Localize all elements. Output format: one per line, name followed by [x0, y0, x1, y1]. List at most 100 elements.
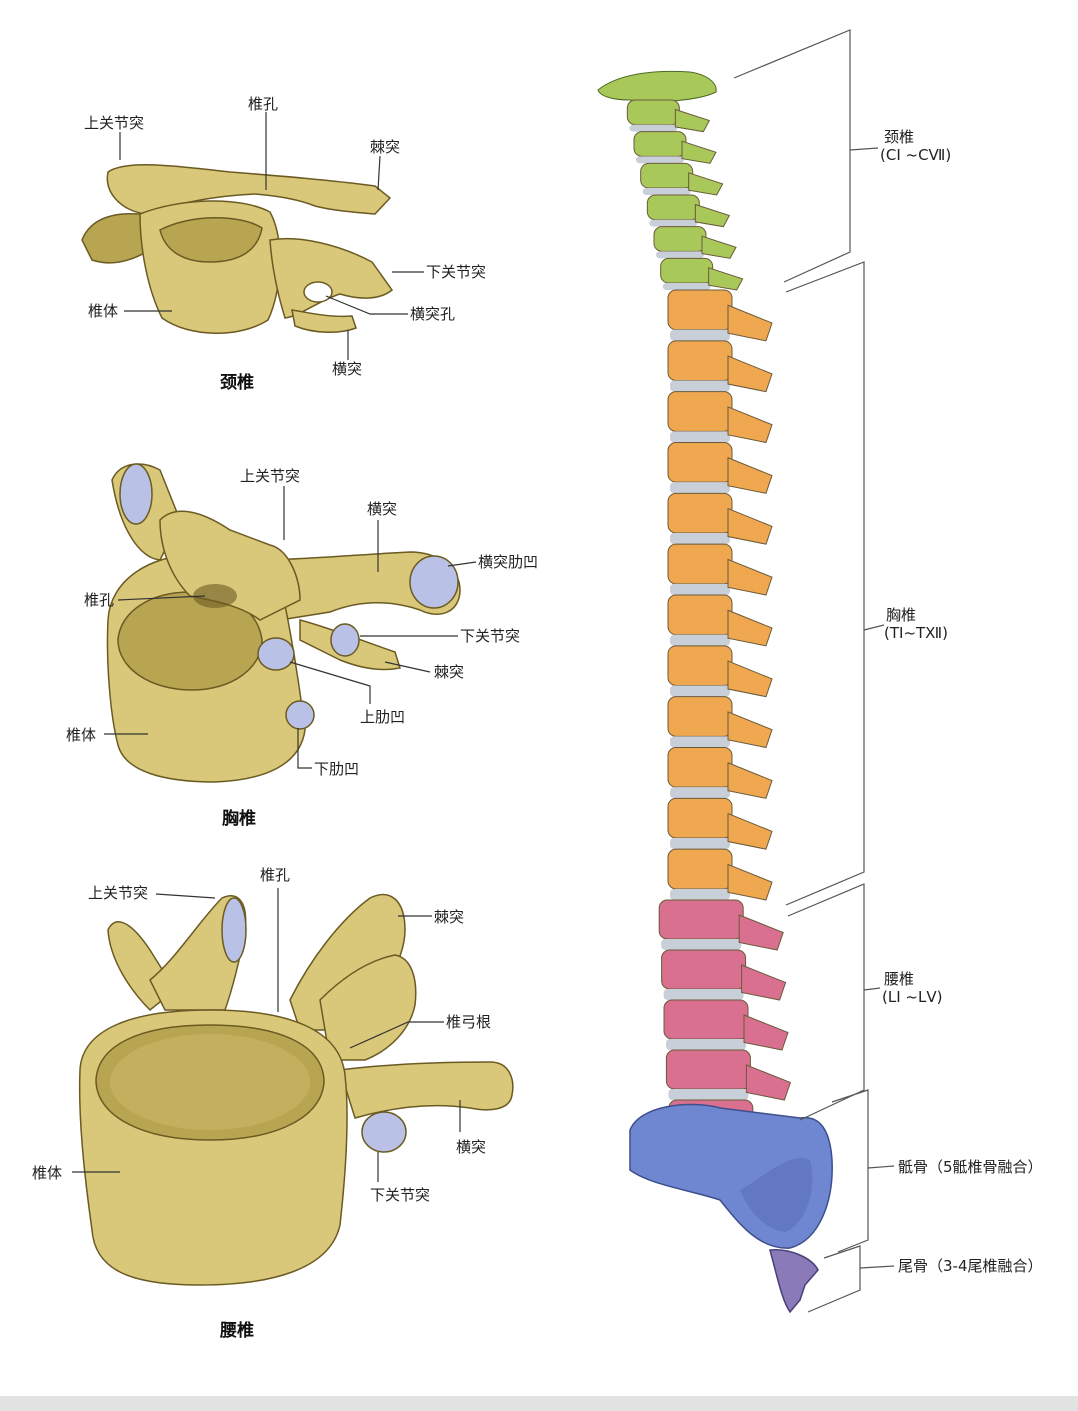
lumbar-arch: [319, 954, 417, 1061]
lumbar-transverse-process: [339, 1061, 514, 1119]
thoracic-vertebra-body: [667, 594, 733, 636]
cervical-transverse-process: [269, 237, 394, 319]
thoracic-vertebra-body: [667, 492, 733, 534]
thoracic-spinous-process: [727, 812, 773, 850]
cervical-labels: 上关节突 椎孔 棘突 下关节突 椎体 横突孔 横突 颈椎: [84, 95, 486, 393]
cervical-spinous-process: [708, 267, 744, 291]
cervical-caption: 颈椎: [220, 372, 254, 393]
thoracic-spinous-process: [727, 457, 773, 494]
spine-labels: 颈椎 (CⅠ ~CⅦ) 胸椎 (TⅠ~TⅫ) 腰椎 (LⅠ ~LⅤ) 骶骨（5骶…: [880, 128, 1043, 1275]
intervertebral-disc: [663, 989, 744, 1000]
thoracic-vertebra-body: [667, 696, 733, 737]
cervical-vertebra-body: [640, 162, 694, 189]
spine-label-lumbar-range: (LⅠ ~LⅤ): [882, 988, 942, 1006]
lumbar-label-body: 椎体: [32, 1164, 62, 1182]
cervical-label-transverse: 横突: [332, 360, 362, 378]
intervertebral-disc: [636, 156, 684, 164]
lumbar-label-transverse: 横突: [456, 1138, 486, 1156]
intervertebral-disc: [670, 736, 730, 748]
spine-label-thoracic-range: (TⅠ~TⅫ): [884, 624, 948, 642]
thoracic-inferior-costal-facet: [285, 700, 315, 730]
intervertebral-disc: [662, 283, 711, 290]
cervical-transverse-foramen: [303, 281, 333, 303]
lumbar-caption: 腰椎: [220, 1320, 254, 1341]
atlas-vertebra: [597, 70, 717, 103]
spine-label-sacrum: 骶骨（5骶椎骨融合）: [898, 1158, 1043, 1176]
cervical-label-body: 椎体: [88, 302, 118, 320]
lumbar-label-pedicle: 椎弓根: [446, 1013, 491, 1031]
spine-label-cervical: 颈椎: [884, 128, 914, 146]
thoracic-spinous-process: [727, 355, 773, 393]
lumbar-label-superior-articular: 上关节突: [88, 884, 148, 902]
lumbar-vertebra-illustration: [78, 893, 514, 1286]
thoracic-vertebra-body: [667, 797, 733, 839]
thoracic-segment: [667, 289, 773, 901]
lumbar-labels: 椎孔 上关节突 棘突 椎弓根 横突 椎体 下关节突 腰椎: [32, 866, 491, 1341]
cervical-label-vertebral-foramen: 椎孔: [248, 95, 278, 113]
cervical-spinous-process: [674, 108, 711, 133]
cervical-segment: [597, 70, 744, 291]
cervical-vertebra-body: [626, 99, 680, 126]
thoracic-vertebra-body: [667, 747, 733, 788]
cervical-spinous-process: [701, 235, 737, 259]
intervertebral-disc: [670, 888, 730, 900]
intervertebral-disc: [629, 124, 678, 132]
lumbar-label-spinous: 棘突: [434, 908, 464, 926]
bottom-edge-bar: [0, 1396, 1078, 1411]
thoracic-vertebra-body: [667, 645, 733, 686]
intervertebral-disc: [670, 329, 730, 341]
thoracic-label-superior-articular: 上关节突: [240, 467, 300, 485]
thoracic-vertebral-foramen: [193, 584, 237, 608]
intervertebral-disc: [670, 431, 730, 443]
intervertebral-disc: [670, 634, 730, 646]
cervical-vertebra-body: [653, 226, 707, 252]
thoracic-spinous-process: [727, 762, 773, 799]
intervertebral-disc: [670, 583, 730, 595]
thoracic-vertebra-illustration: [106, 463, 461, 783]
lumbar-body-endplate: [110, 1034, 310, 1130]
thoracic-body-top: [117, 591, 263, 691]
lumbar-vertebra-body: [658, 899, 744, 940]
thoracic-transverse-costal-facet: [409, 555, 459, 609]
intervertebral-disc: [668, 1089, 749, 1100]
spine-label-lumbar: 腰椎: [884, 970, 914, 988]
thoracic-spinous-process: [727, 609, 773, 647]
cervical-label-superior-articular: 上关节突: [84, 114, 144, 132]
thoracic-spinous-process: [727, 558, 773, 596]
coccyx-shape: [769, 1249, 819, 1314]
spine-label-thoracic: 胸椎: [886, 606, 916, 624]
intervertebral-disc: [670, 787, 730, 799]
thoracic-spinous-process: [727, 660, 773, 698]
thoracic-labels: 上关节突 横突 横突肋凹 椎孔 下关节突 棘突 上肋凹 椎体 下肋凹 胸椎: [66, 467, 538, 829]
cervical-vertebra-body: [646, 194, 700, 221]
intervertebral-disc: [670, 532, 730, 545]
cervical-label-transverse-foramen: 横突孔: [410, 305, 455, 323]
lumbar-spinous-process: [745, 1064, 792, 1101]
thoracic-vertebra-body: [667, 289, 733, 331]
lumbar-left-facet: [221, 897, 247, 963]
thoracic-vertebra-body: [667, 848, 733, 890]
intervertebral-disc: [642, 188, 691, 195]
thoracic-spinous-process: [727, 711, 773, 749]
intervertebral-disc: [661, 939, 742, 950]
thoracic-vertebra-body: [667, 543, 733, 585]
spine-label-coccyx: 尾骨（3-4尾椎融合）: [898, 1257, 1043, 1275]
thoracic-vertebra-body: [667, 391, 733, 432]
thoracic-label-inferior-costal-facet: 下肋凹: [314, 760, 359, 778]
thoracic-label-body: 椎体: [66, 726, 96, 744]
lumbar-inferior-articular: [361, 1111, 407, 1153]
thoracic-label-spinous: 棘突: [434, 663, 464, 681]
thoracic-label-superior-costal-facet: 上肋凹: [360, 708, 405, 726]
thoracic-label-transverse-costal-facet: 横突肋凹: [478, 553, 538, 571]
thoracic-vertebra-body: [667, 442, 733, 483]
lumbar-vertebra-body: [663, 999, 749, 1040]
thoracic-superior-costal-facet: [257, 637, 295, 671]
thoracic-caption: 胸椎: [222, 808, 256, 829]
thoracic-spinous-process: [727, 507, 773, 545]
intervertebral-disc: [670, 380, 730, 392]
lumbar-label-inferior-articular: 下关节突: [370, 1186, 430, 1204]
spine-label-cervical-range: (CⅠ ~CⅦ): [880, 146, 951, 164]
intervertebral-disc: [670, 837, 730, 850]
cervical-vertebra-body: [633, 131, 687, 157]
